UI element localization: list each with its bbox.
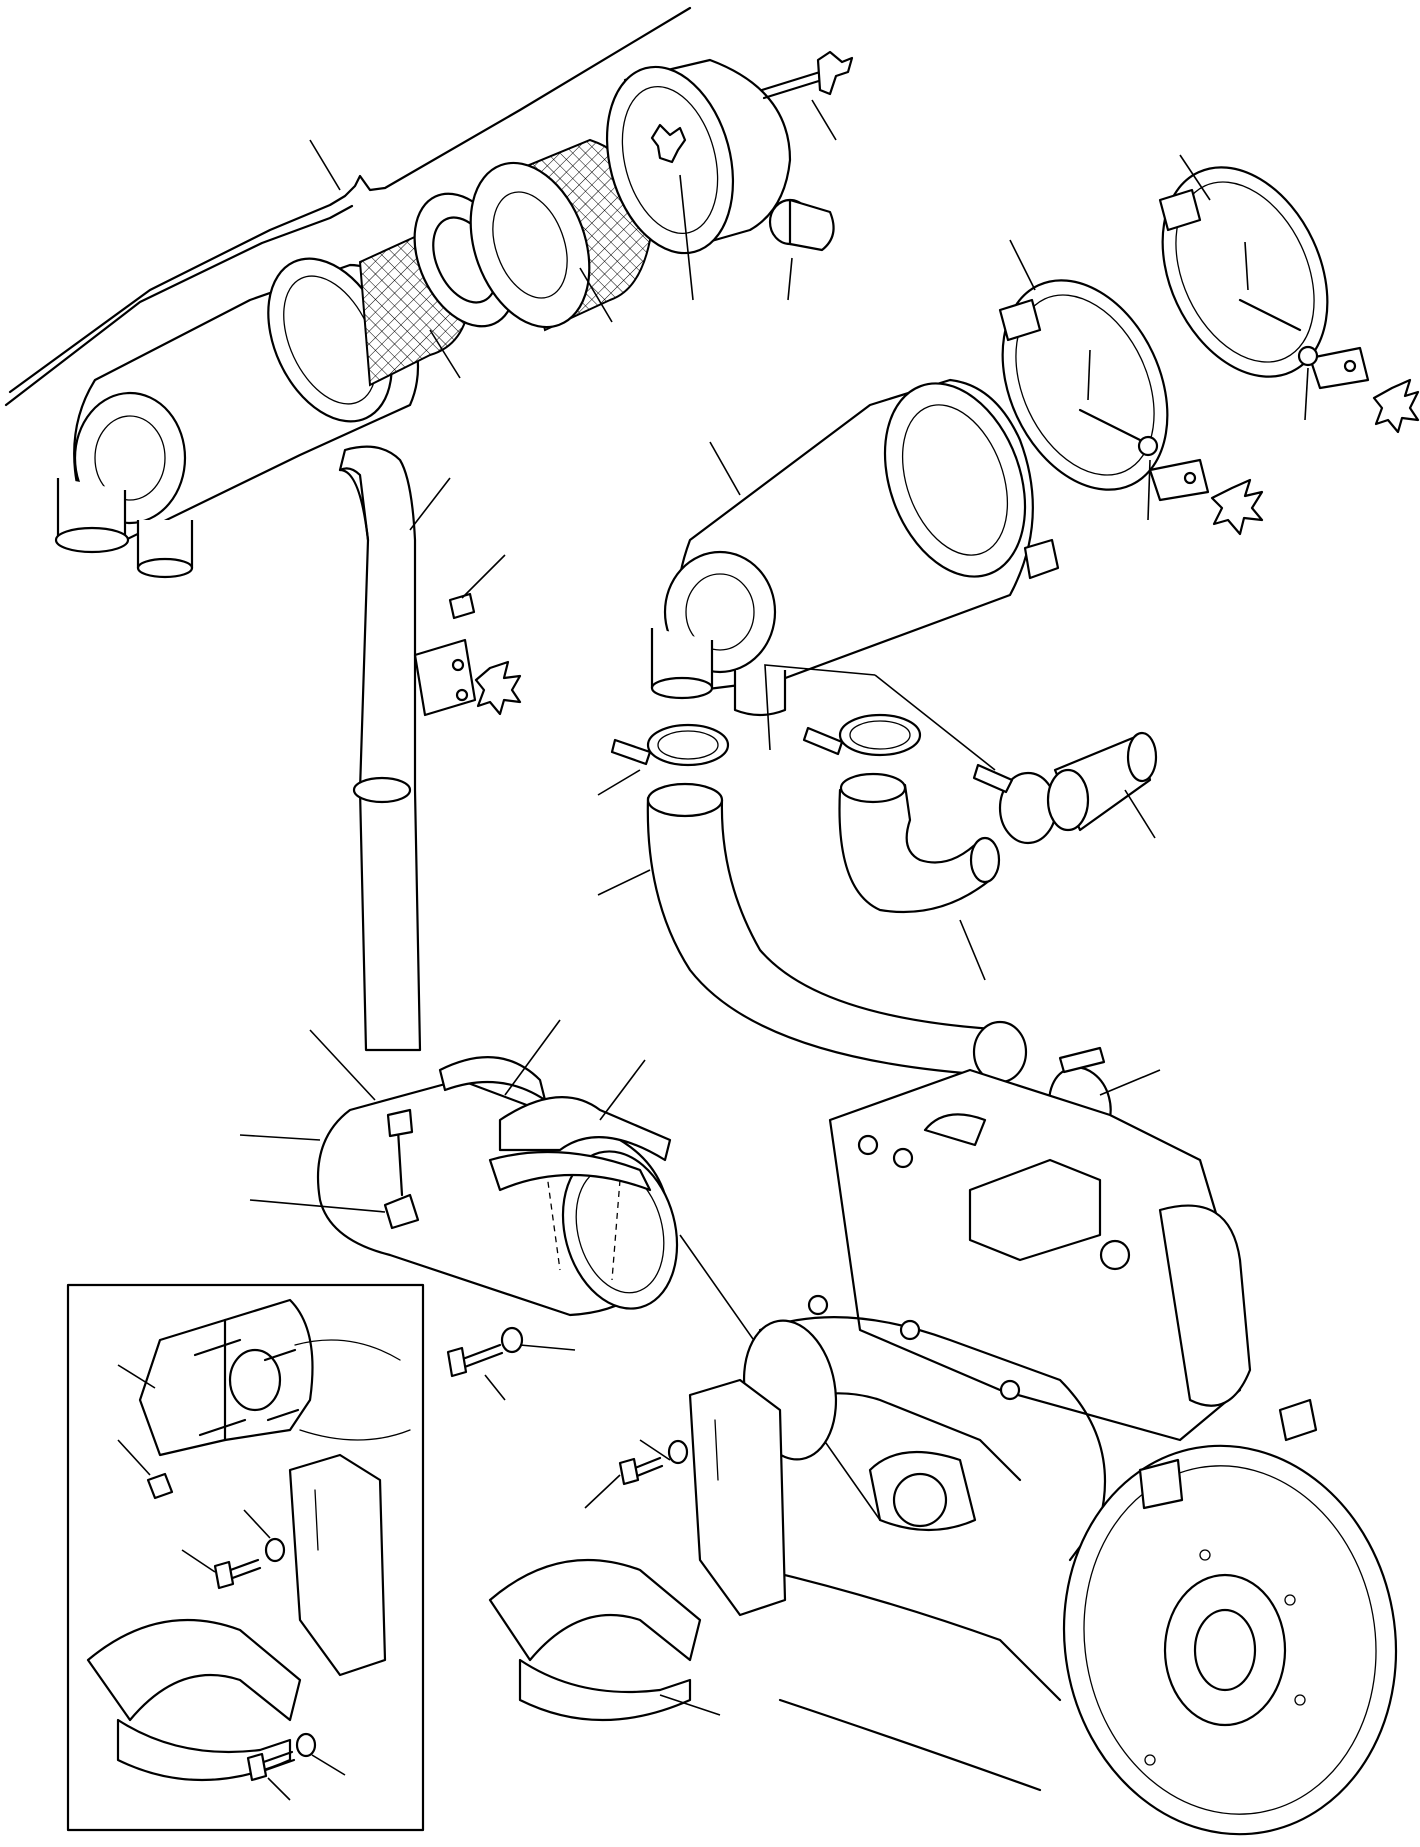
dust-valve [768,198,835,252]
support-bracket-center [488,1378,787,1722]
intake-pipe-vertical [338,445,422,1052]
leader-lines-brackets [1009,154,1309,521]
leader-lines-upper [309,99,837,379]
flywheel-housing [1062,1398,1398,1836]
wing-bolt [760,50,854,100]
air-cleaner-housing-upper [54,257,420,579]
intake-hose-long [646,782,1028,1084]
lower-mounting-band [383,1056,547,1230]
mounting-strap-right [1158,166,1370,390]
main-filter-element [469,138,652,332]
leader-lines-mid [709,441,996,771]
elbow-hose [838,772,1001,914]
pipe-bracket [413,592,522,717]
end-cover [605,58,792,255]
leader-lines-bracket [584,1439,721,1716]
hood-edge-line [4,6,692,407]
leader-lines-pipe [409,477,506,599]
rain-cap-shield [488,1096,672,1192]
lower-bolt-washer [446,1326,524,1378]
leader-lines-hoses [597,769,1161,1096]
air-cleaner-housing-mid [650,378,1060,717]
mounting-strap-left [998,279,1210,502]
frame-attachment-symbols [1210,378,1420,536]
inset-detail [66,1283,425,1832]
rubber-sleeve [1046,731,1158,832]
